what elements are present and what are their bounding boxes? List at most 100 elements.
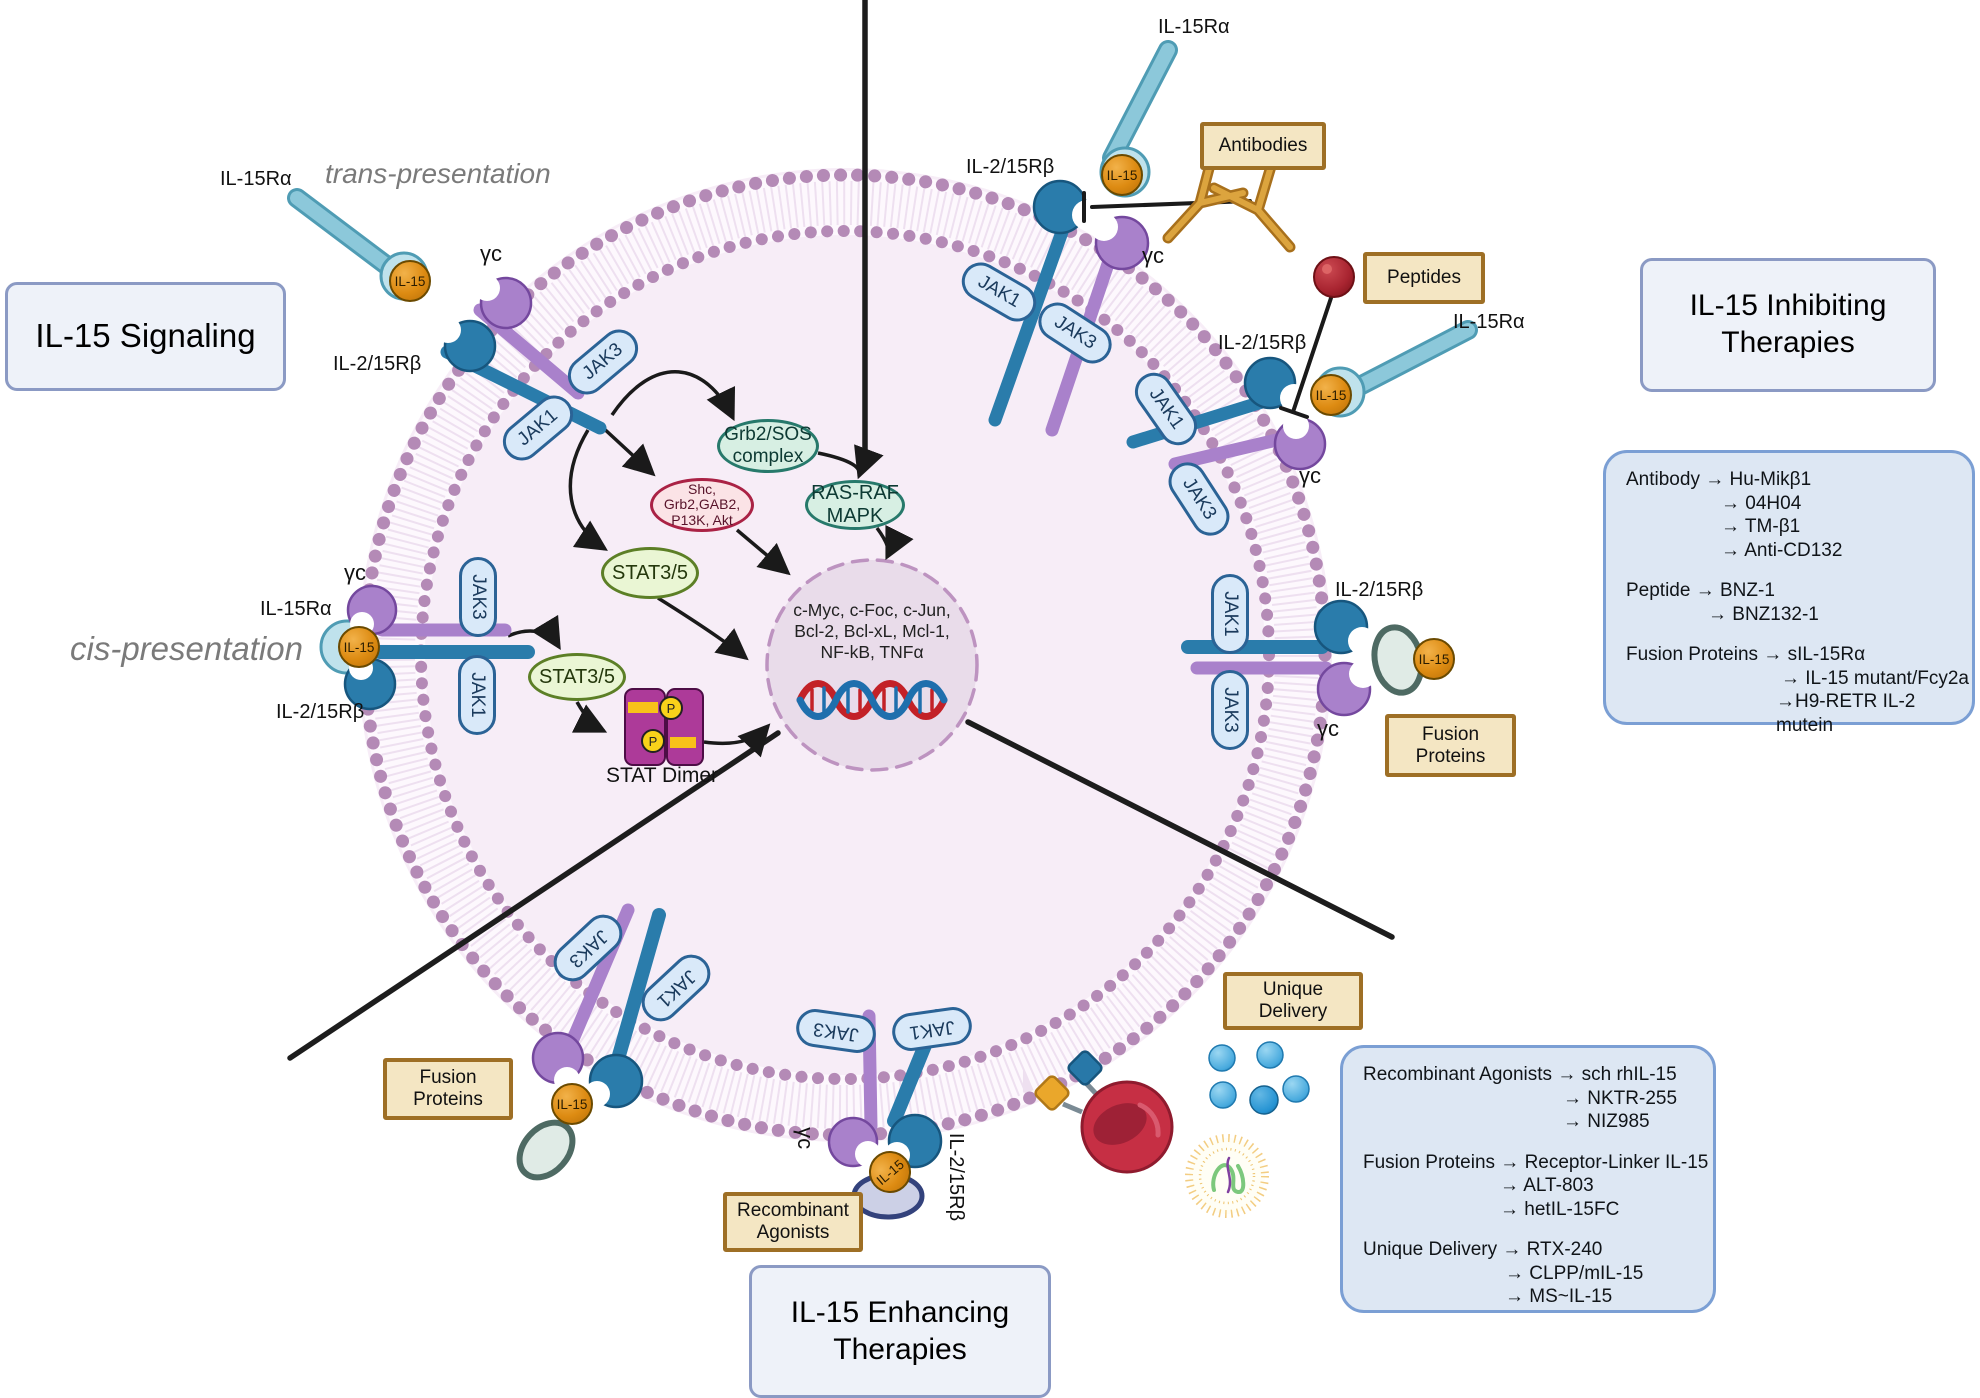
signaling-title-text: IL-15 Signaling xyxy=(35,317,256,355)
peptide-inhibition-line xyxy=(1279,296,1333,419)
ras-raf-mapk-node: RAS-RAF MAPK xyxy=(805,480,905,530)
genes-line1: c-Myc, c-Foc, c-Jun, xyxy=(793,600,951,620)
signaling-arrows xyxy=(507,370,914,758)
gc-stalk xyxy=(1168,431,1292,471)
gc-label-fusion: γc xyxy=(1317,716,1339,741)
il15-ball-fusion: IL-15 xyxy=(1413,638,1455,680)
il15-ball-fusion-bl: IL-15 xyxy=(551,1083,593,1125)
antibody-item: → TM-β1 xyxy=(1721,516,1801,537)
unique-group: Unique Delivery → RTX-240 → CLPP/mIL-15 … xyxy=(1363,1238,1713,1309)
section-title-enhancing: IL-15 Enhancing Therapies xyxy=(749,1265,1051,1398)
unique-delivery-tag: Unique Delivery xyxy=(1223,972,1363,1030)
unique-item: → MS~IL-15 xyxy=(1505,1286,1613,1307)
nucleus xyxy=(765,558,979,772)
fusion-item: →H9-RETR IL-2 mutein xyxy=(1776,691,1916,736)
recombinant-tag-line1: Recombinant xyxy=(737,1200,849,1222)
il2-15rb-stalk xyxy=(1126,395,1269,449)
genes-line2: Bcl-2, Bcl-xL, Mcl-1, xyxy=(794,621,950,641)
mrna-cargo xyxy=(1211,1163,1246,1194)
stat-monomer-left xyxy=(624,688,666,766)
recombinant-tag-line2: Agonists xyxy=(756,1222,830,1243)
antibody-group-head: Antibody → Hu-Mikβ1 xyxy=(1626,469,1812,490)
il15ra-label-pep: IL-15Rα xyxy=(1453,311,1525,333)
shc-line3: P13K, Akt xyxy=(671,511,733,528)
shc-line2: Grb2,GAB2, xyxy=(663,496,741,513)
shc-grb2-node: Shc, Grb2,GAB2, P13K, Akt xyxy=(650,478,754,532)
jak3-pill-cis: JAK3 xyxy=(459,557,497,637)
il2-15rb-label-ab: IL-2/15Rβ xyxy=(966,156,1055,178)
fusion-enh-item: → hetIL-15FC xyxy=(1500,1198,1620,1220)
il15ra-label-trans: IL-15Rα xyxy=(220,168,292,190)
inhibiting-title-line1: IL-15 Inhibiting xyxy=(1689,289,1887,323)
unique-tag-line1: Unique xyxy=(1262,979,1324,1001)
recombinant-group-head: Recombinant Agonists → sch rhIL-15 xyxy=(1363,1064,1677,1085)
fusion-enh-group-head: Fusion Proteins → Receptor-Linker IL-15 xyxy=(1363,1151,1709,1173)
nucleus-genes-text: c-Myc, c-Foc, c-Jun, Bcl-2, Bcl-xL, Mcl-… xyxy=(762,600,982,663)
recombinant-agonists-tag: Recombinant Agonists xyxy=(723,1192,863,1252)
il2-15rb-label-fusion: IL-2/15Rβ xyxy=(1335,579,1424,601)
fusion-proteins-tag-left: Fusion Proteins xyxy=(383,1058,513,1120)
fusion-enh-group: Fusion Proteins → Receptor-Linker IL-15 … xyxy=(1363,1151,1713,1222)
gc-label-ab: γc xyxy=(1142,243,1164,268)
recombinant-item: → NKTR-255 xyxy=(1563,1087,1678,1109)
antibody-item: → Anti-CD132 xyxy=(1721,539,1843,561)
enhancing-title-line2: Therapies xyxy=(833,1332,967,1366)
stat-dimer-label: STAT Dimer xyxy=(605,764,718,787)
il2-15rb-label-pep: IL-2/15Rβ xyxy=(1218,332,1307,354)
peptide-group-head: Peptide → BNZ-1 xyxy=(1626,580,1775,601)
gc-label-pep: γc xyxy=(1299,463,1321,488)
antibodies-tag: Antibodies xyxy=(1200,122,1326,170)
jak3-pill-fusion: JAK3 xyxy=(1211,670,1249,750)
gc-label-cis: γc xyxy=(344,560,366,585)
il2-15rb-label-trans: IL-2/15Rβ xyxy=(333,353,422,375)
il15-ball-trans: IL-15 xyxy=(389,260,431,302)
dna-helix-icon xyxy=(796,680,948,720)
il15-ball-ab: IL-15 xyxy=(1101,154,1143,196)
receptor-fusion-bottom-left xyxy=(516,903,666,1181)
receptor-recombinant-agonist xyxy=(827,1009,944,1220)
peptide-icon xyxy=(1313,256,1355,298)
fusion-item: → IL-15 mutant/Fcy2a xyxy=(1781,667,1969,689)
fusion-tag-bl-line2: Proteins xyxy=(413,1089,483,1110)
recombinant-item: → NIZ985 xyxy=(1563,1111,1650,1132)
enhancing-title-line1: IL-15 Enhancing xyxy=(790,1295,1010,1329)
red-blood-cell-icon xyxy=(1034,1050,1174,1174)
fusion-tag-bl-line1: Fusion xyxy=(419,1067,477,1089)
peptide-item: → BNZ132-1 xyxy=(1708,603,1819,625)
il15-ball-pep: IL-15 xyxy=(1310,374,1352,416)
gc-label-trans: γc xyxy=(480,241,502,266)
fusion-protein-bean xyxy=(516,1119,576,1181)
stat35-node-lower: STAT3/5 xyxy=(528,653,626,701)
antibody-group: Antibody → Hu-Mikβ1 → 04H04 → TM-β1 → An… xyxy=(1626,468,1972,562)
receptor-trans-presentation xyxy=(287,188,607,435)
unique-tag-line2: Delivery xyxy=(1258,1001,1328,1022)
genes-line3: NF-kB, TNFα xyxy=(820,642,924,662)
ras-raf-line2: MAPK xyxy=(826,505,884,527)
ras-raf-line1: RAS-RAF xyxy=(811,482,899,504)
fusion-tag-line1: Fusion xyxy=(1421,723,1480,745)
section-title-signaling: IL-15 Signaling xyxy=(5,282,286,391)
peptide-highlight xyxy=(1322,264,1332,274)
grb2-sos-line1: Grb2/SOS xyxy=(724,424,812,445)
nanoparticle-spheres-icon xyxy=(1208,1041,1310,1115)
stat-band-left xyxy=(628,702,658,713)
cis-presentation-label: cis-presentation xyxy=(70,630,303,667)
il2-15rb-stalk xyxy=(988,225,1069,427)
il2-15rb-label-cis: IL-2/15Rβ xyxy=(276,701,365,723)
stat35-node-upper: STAT3/5 xyxy=(601,547,699,599)
inhibiting-therapies-list: Antibody → Hu-Mikβ1 → 04H04 → TM-β1 → An… xyxy=(1603,450,1975,736)
peptide-group: Peptide → BNZ-1 → BNZ132-1 xyxy=(1626,579,1972,626)
peptides-tag: Peptides xyxy=(1363,252,1485,304)
conjugate-blue-square xyxy=(1067,1050,1103,1086)
recombinant-group: Recombinant Agonists → sch rhIL-15 → NKT… xyxy=(1363,1063,1713,1134)
conjugate-orange-square xyxy=(1034,1075,1070,1111)
receptor-fusion-right xyxy=(1181,599,1425,717)
il15ra-label-ab: IL-15Rα xyxy=(1158,16,1230,38)
gc-label-agonist: γc xyxy=(793,1127,819,1150)
il15ra-label-cis: IL-15Rα xyxy=(260,598,332,620)
fusion-proteins-tag-right: Fusion Proteins xyxy=(1385,714,1516,777)
section-divider-lines xyxy=(287,0,1395,1061)
fusion-group-head: Fusion Proteins → sIL-15Rα xyxy=(1626,644,1866,665)
divider-lower-right xyxy=(965,719,1395,940)
